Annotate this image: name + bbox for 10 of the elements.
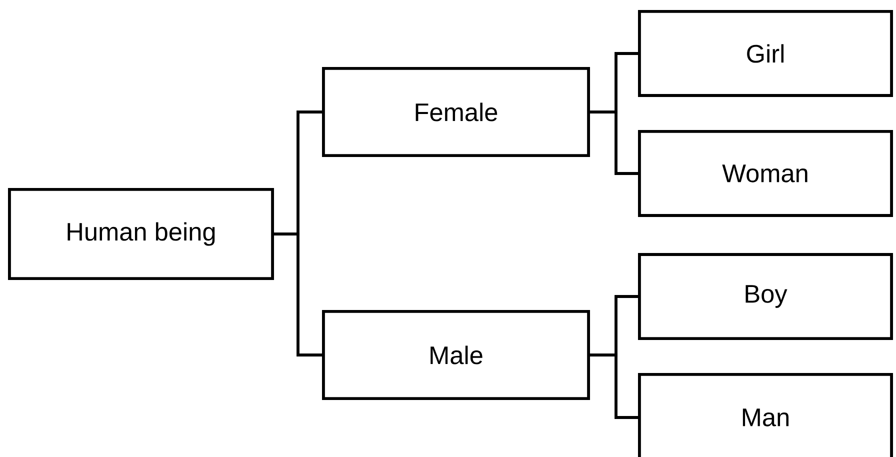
category-box: Man (638, 373, 893, 457)
connector-line (590, 354, 638, 419)
category-box: Male (322, 310, 590, 400)
category-box: Female (322, 67, 590, 157)
connector-line (274, 232, 322, 356)
category-box: Girl (638, 10, 893, 97)
connector-line (590, 110, 638, 175)
category-box: Woman (638, 130, 893, 217)
category-box: Boy (638, 253, 893, 340)
category-box: Human being (8, 188, 274, 280)
